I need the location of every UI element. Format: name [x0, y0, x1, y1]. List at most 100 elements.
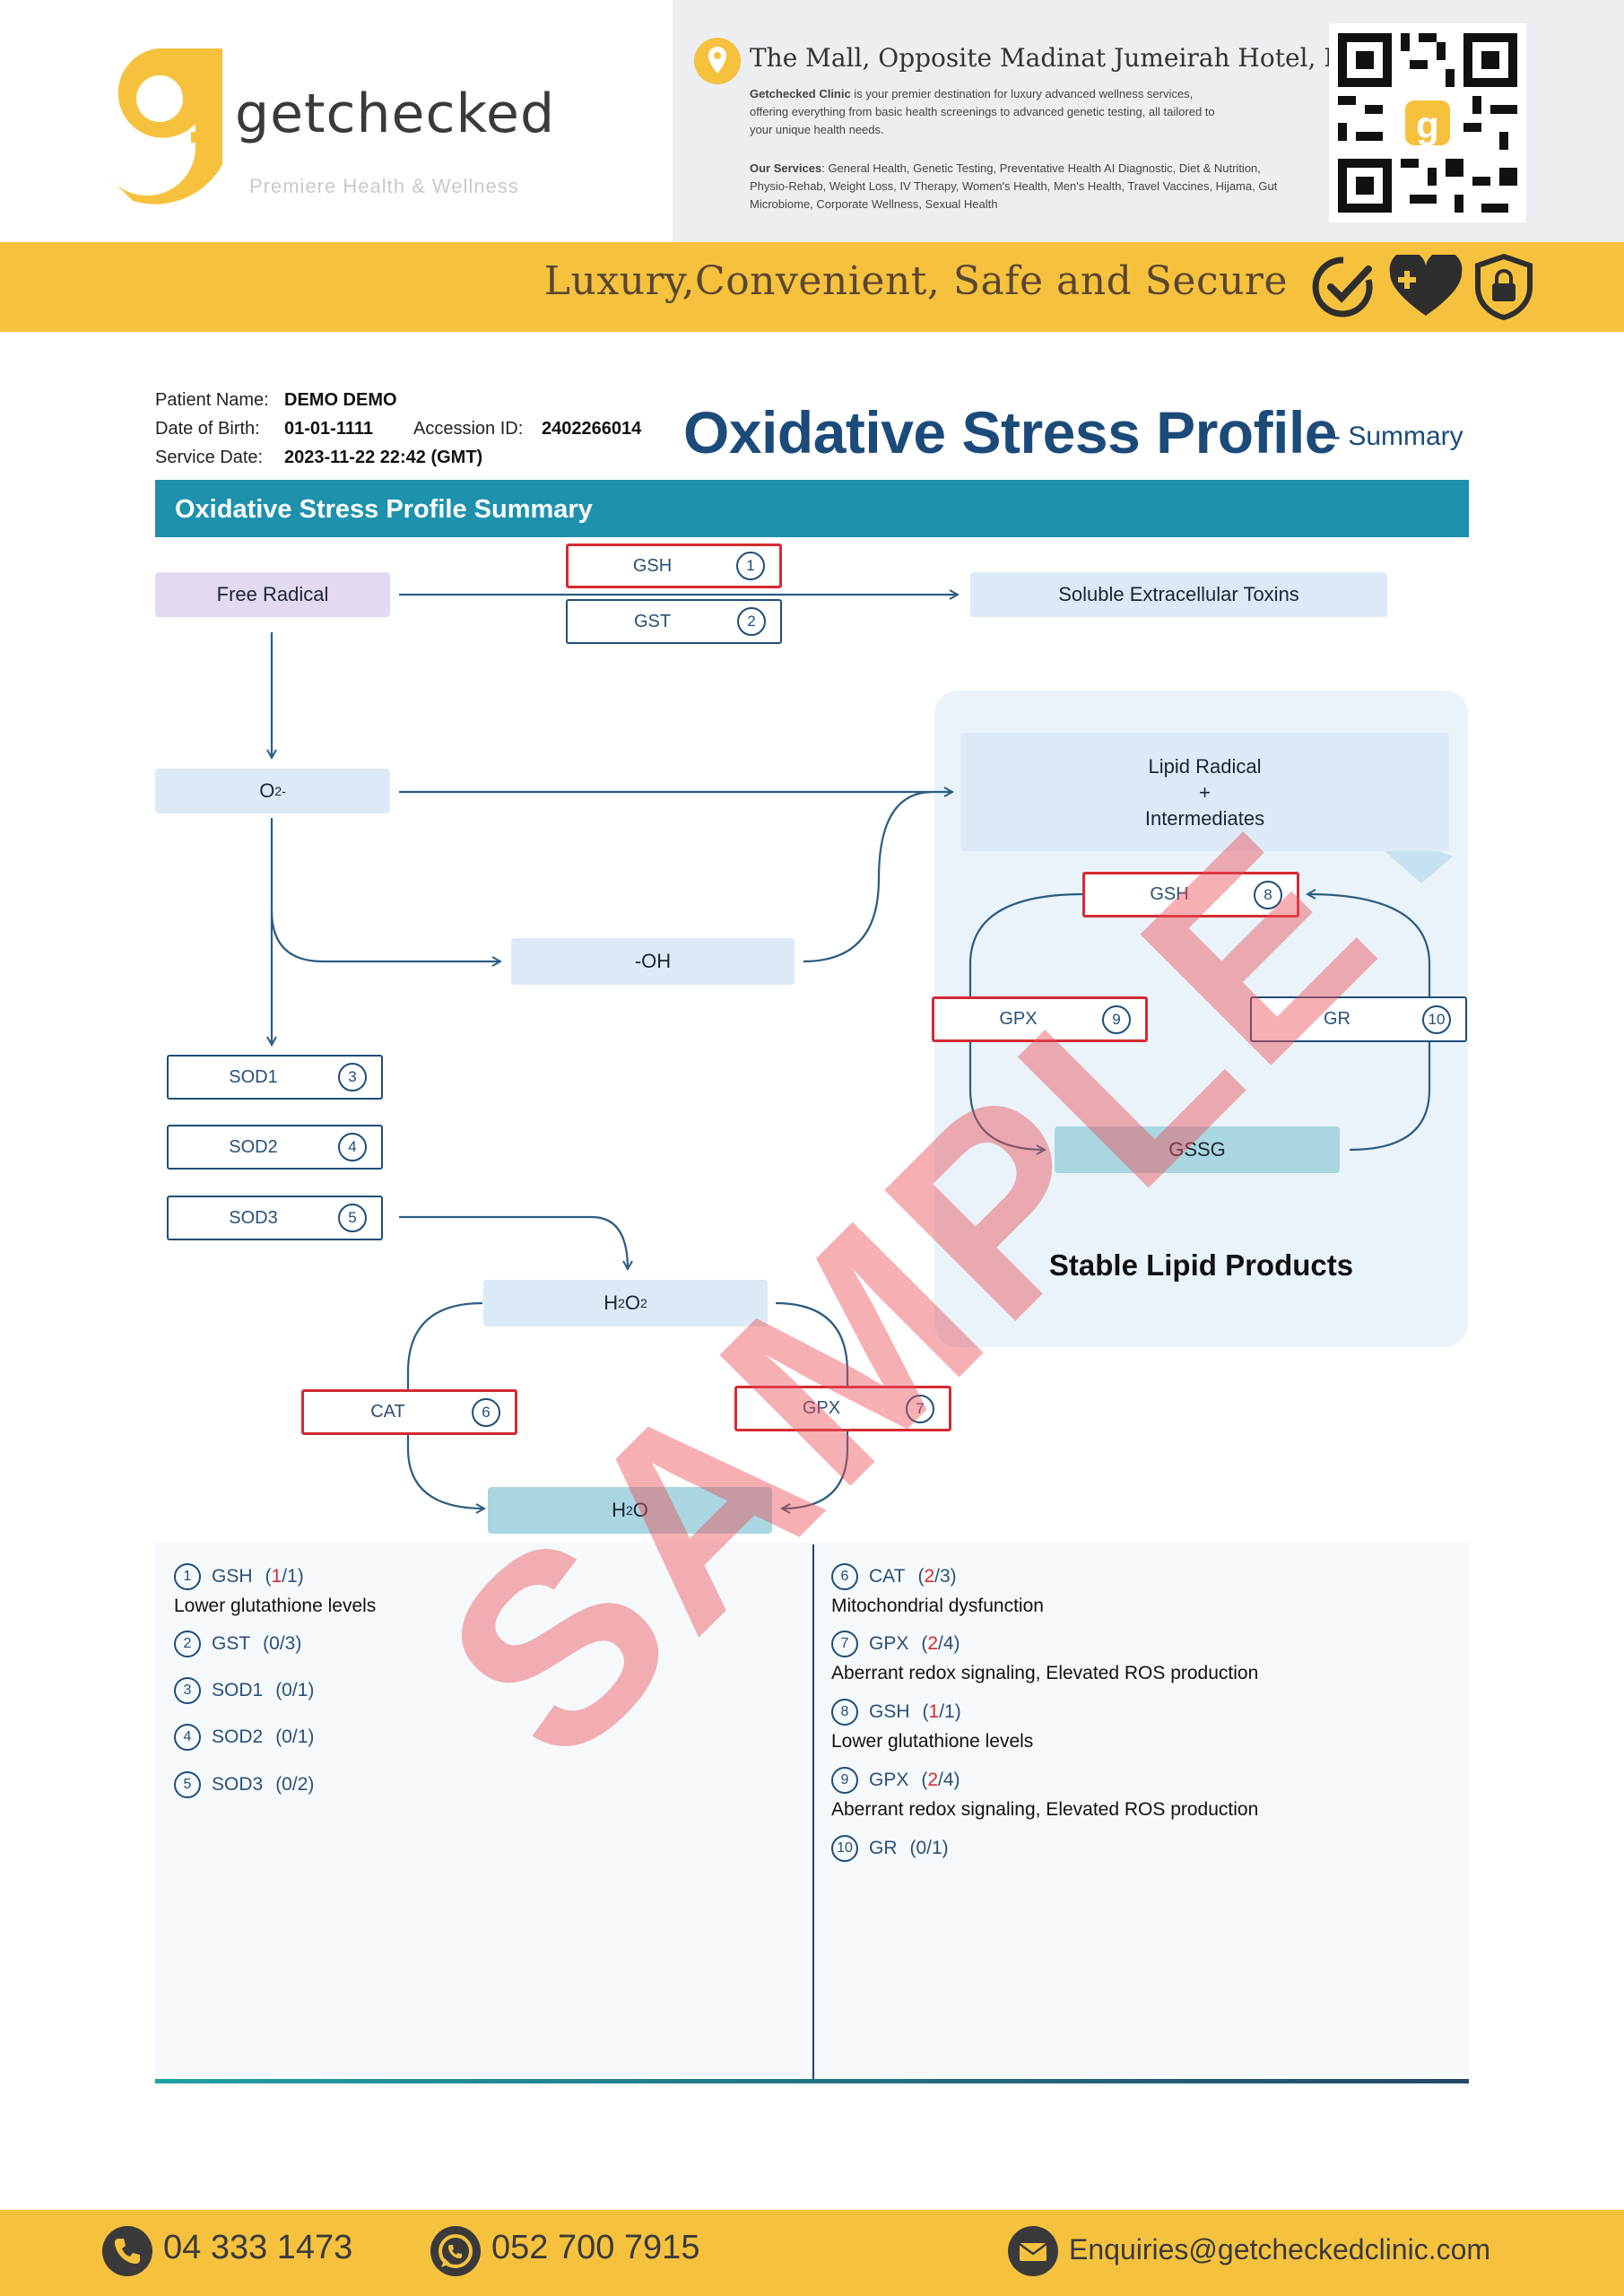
whatsapp-icon [430, 2226, 481, 2276]
legend-score-flagged: 2 [927, 1633, 939, 1654]
legend-score-open: ( [921, 1770, 928, 1790]
legend-enzyme-name: SOD2 [212, 1726, 264, 1747]
h2o2-sub1: 2 [618, 1296, 625, 1310]
enzyme-sod3-5[interactable]: SOD3 5 [167, 1196, 383, 1240]
brand-name: getchecked [235, 83, 556, 145]
enzyme-label: GR [1324, 1009, 1350, 1029]
footer-email[interactable]: Enquiries@getcheckedclinic.com [1069, 2233, 1491, 2266]
toxins-node: Soluble Extracellular Toxins [970, 572, 1387, 617]
legend-number-badge: 4 [174, 1724, 201, 1751]
legend-score-flagged: 2 [927, 1770, 939, 1790]
legend-item-10: 10 GR (0/1) [831, 1835, 949, 1862]
enzyme-number-badge: 5 [338, 1204, 367, 1232]
enzyme-number-badge: 8 [1254, 880, 1282, 909]
section-header-bar [155, 480, 1469, 537]
free-radical-node: Free Radical [155, 572, 390, 617]
patient-name-label: Patient Name: [155, 390, 269, 410]
tagline: Luxury,Convenient, Safe and Secure [543, 258, 1288, 304]
brand-tagline: Premiere Health & Wellness [249, 175, 519, 197]
footer-phone[interactable]: 04 333 1473 [163, 2229, 353, 2266]
enzyme-label: GSH [1150, 884, 1189, 904]
enzyme-gsh-1[interactable]: GSH 1 [566, 544, 782, 588]
legend-score: (0/1) [275, 1726, 315, 1747]
legend-description: Aberrant redox signaling, Elevated ROS p… [831, 1663, 1259, 1683]
getchecked-logo-icon [109, 48, 222, 204]
legend-divider [812, 1544, 814, 2083]
legend-item-4: 4 SOD2 (0/1) [174, 1724, 314, 1751]
legend-enzyme-name: GR [869, 1838, 898, 1858]
enzyme-number-badge: 9 [1102, 1004, 1131, 1034]
header-brand-area [0, 0, 673, 242]
legend-enzyme-name: GSH [212, 1566, 253, 1587]
legend-number-badge: 3 [174, 1677, 201, 1704]
legend-enzyme-name: GSH [869, 1701, 910, 1722]
legend-enzyme-name: CAT [869, 1566, 906, 1587]
footer-whatsapp[interactable]: 052 700 7915 [491, 2229, 700, 2266]
dob-value: 01-01-1111 [284, 419, 373, 439]
enzyme-label: GST [633, 611, 672, 631]
service-date-value: 2023-11-22 22:42 (GMT) [284, 448, 483, 467]
lock-shield-icon [1475, 253, 1533, 321]
page-subtitle: - Summary [1332, 422, 1463, 451]
qr-code-icon[interactable]: g [1329, 23, 1526, 222]
h2o-o: O [632, 1499, 648, 1521]
stable-lipid-products-label: Stable Lipid Products [1048, 1248, 1354, 1282]
h2o2-h: H [604, 1292, 619, 1314]
legend-underline [155, 2079, 1469, 2083]
enzyme-label: SOD2 [229, 1136, 278, 1157]
heart-plus-icon [1389, 255, 1463, 316]
services-text: : General Health, Genetic Testing, Preve… [750, 161, 1278, 211]
enzyme-label: SOD1 [229, 1066, 278, 1087]
legend-description: Lower glutathione levels [831, 1731, 1034, 1752]
enzyme-label: CAT [370, 1402, 405, 1422]
legend-number-badge: 6 [831, 1563, 858, 1590]
enzyme-gsh-8[interactable]: GSH 8 [1082, 872, 1299, 918]
legend-enzyme-name: GPX [869, 1770, 909, 1790]
h2o-sub: 2 [625, 1503, 633, 1518]
legend-item-7: 7 GPX (2/4) [831, 1631, 960, 1657]
legend-item-6: 6 CAT (2/3) [831, 1563, 957, 1590]
phone-icon [102, 2226, 152, 2276]
hydroxyl-node: -OH [511, 938, 795, 985]
section-title: Oxidative Stress Profile Summary [175, 495, 593, 524]
footer-band [0, 2210, 1624, 2296]
legend-score-open: ( [265, 1566, 272, 1587]
legend-score-flagged: 1 [928, 1701, 940, 1722]
legend-number-badge: 10 [831, 1835, 858, 1862]
page-title: Oxidative Stress Profile [683, 399, 1338, 465]
legend-score-flagged: 2 [924, 1566, 935, 1587]
legend-number-badge: 2 [174, 1631, 201, 1657]
enzyme-number-badge: 2 [737, 607, 766, 636]
patient-name: DEMO DEMO [284, 390, 397, 410]
enzyme-label: GPX [802, 1398, 841, 1418]
legend-description: Lower glutathione levels [174, 1596, 377, 1616]
check-badge-icon [1312, 257, 1373, 317]
svg-text:g: g [1416, 104, 1439, 146]
clinic-address: The Mall, Opposite Madinat Jumeirah Hote… [750, 43, 1400, 73]
services-label: Our Services [750, 161, 822, 175]
enzyme-label: GSH [632, 555, 673, 576]
gssg-node: GSSG [1055, 1126, 1340, 1173]
legend-score-open: ( [921, 1633, 928, 1654]
enzyme-gst-2[interactable]: GST 2 [566, 599, 782, 644]
superoxide-o: O [259, 779, 275, 802]
enzyme-gr-10[interactable]: GR 10 [1250, 996, 1467, 1042]
legend-enzyme-name: GST [212, 1633, 251, 1654]
enzyme-number-badge: 1 [736, 552, 765, 580]
accession-value: 2402266014 [542, 419, 642, 439]
clinic-intro: Getchecked Clinic is your premier destin… [750, 85, 1234, 139]
legend-enzyme-name: GPX [869, 1633, 909, 1654]
superoxide-sub: 2 [274, 784, 282, 798]
enzyme-number-badge: 4 [338, 1133, 367, 1161]
legend-score: (0/1) [909, 1838, 949, 1858]
legend-number-badge: 5 [174, 1771, 201, 1798]
h2o2-sub2: 2 [640, 1296, 647, 1310]
enzyme-sod2-4[interactable]: SOD2 4 [167, 1125, 383, 1170]
legend-score-rest: /4) [938, 1633, 960, 1654]
enzyme-number-badge: 10 [1422, 1004, 1451, 1034]
enzyme-label: SOD3 [229, 1207, 278, 1228]
